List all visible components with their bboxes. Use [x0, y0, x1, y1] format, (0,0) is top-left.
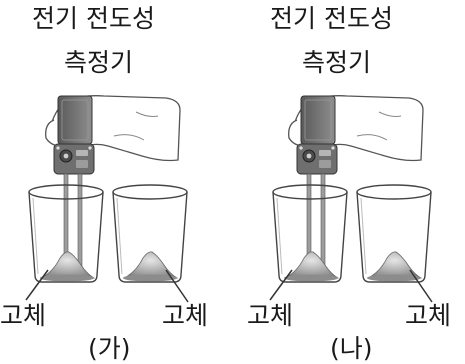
panel-a-title-line2: 측정기: [64, 48, 134, 77]
conductivity-meter: [45, 95, 181, 271]
panel-b-right-solid-label: 고체: [405, 301, 452, 330]
leader-line: [25, 269, 49, 301]
panel-b-caption: (나): [330, 334, 373, 363]
solid-sample: [39, 251, 95, 282]
conductivity-meter: [288, 95, 424, 271]
panel-a-caption: (가): [88, 334, 131, 363]
leader-line: [269, 269, 293, 301]
panel-a-illustration: [25, 95, 189, 303]
leader-line: [409, 269, 433, 303]
solid-sample: [283, 251, 339, 282]
panel-b-title-line1: 전기 전도성: [270, 4, 393, 33]
panel-b-title-line2: 측정기: [302, 48, 372, 77]
solid-sample: [366, 251, 422, 282]
panel-b-illustration: [269, 95, 433, 303]
panel-b-left-solid-label: 고체: [247, 301, 294, 330]
panel-a-right-solid-label: 고체: [162, 301, 209, 330]
panel-a-left-solid-label: 고체: [0, 301, 47, 330]
panel-a-title-line1: 전기 전도성: [32, 4, 155, 33]
solid-sample: [122, 251, 178, 282]
leader-line: [165, 269, 189, 303]
